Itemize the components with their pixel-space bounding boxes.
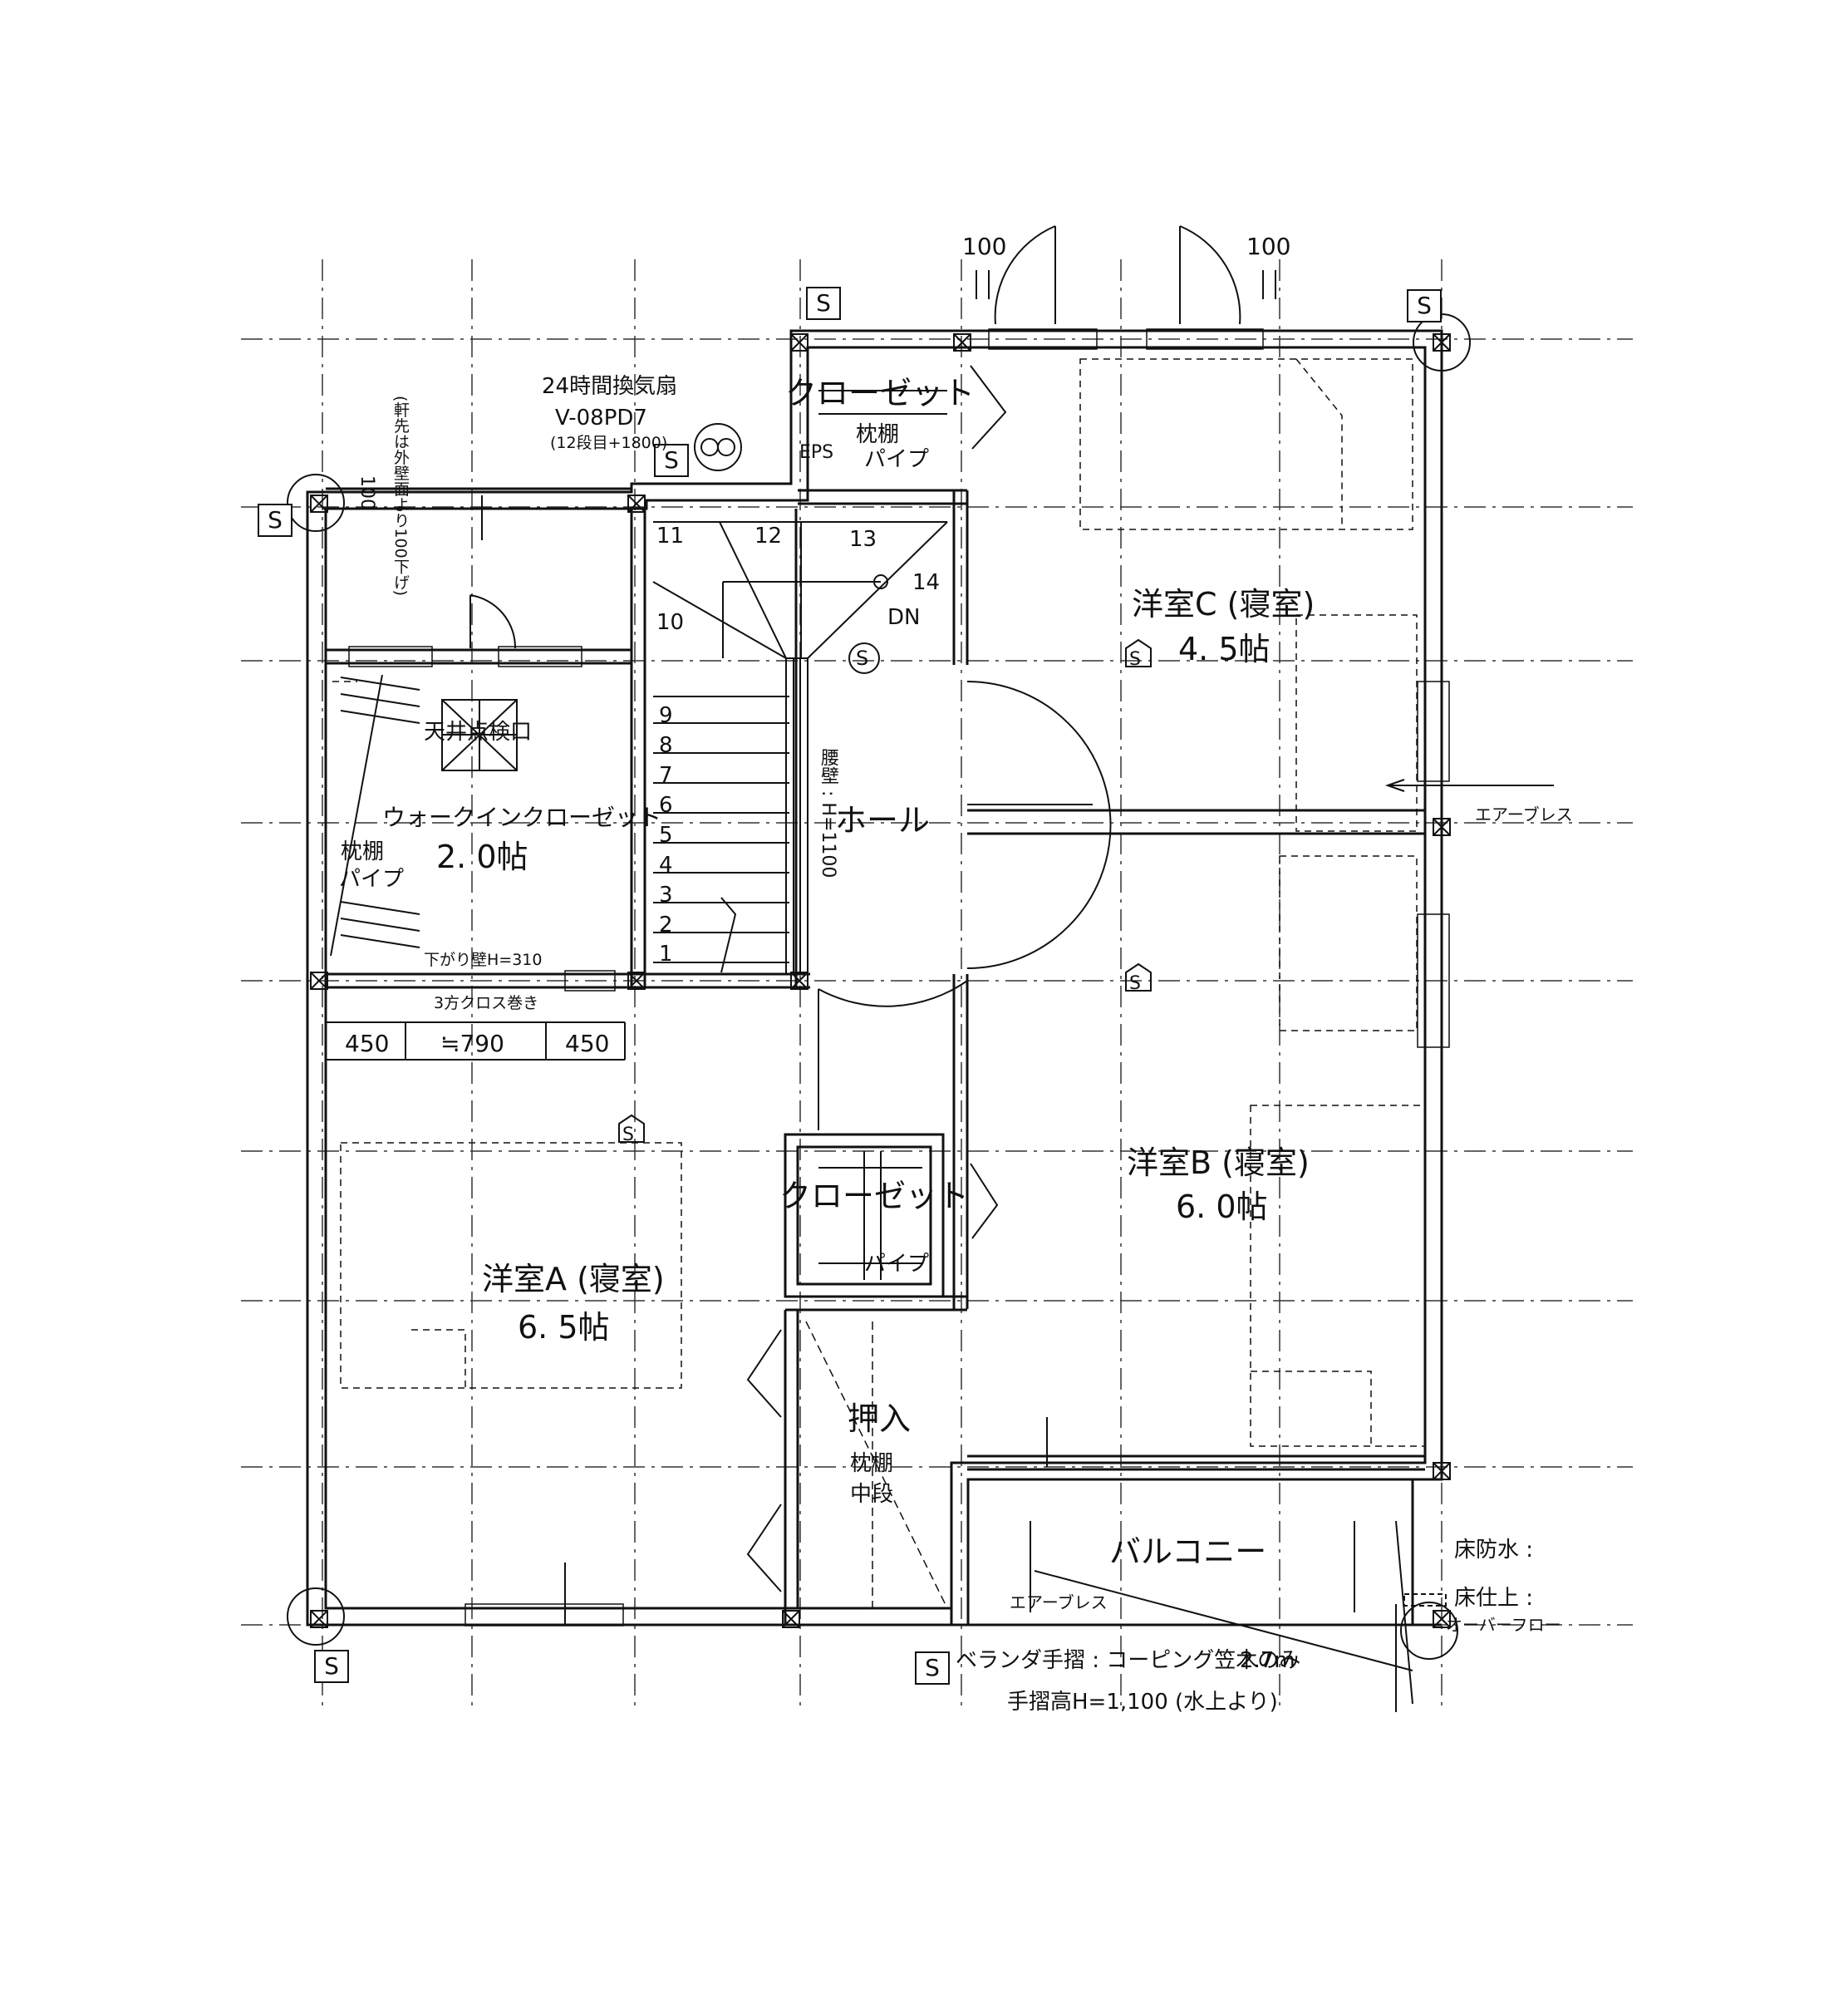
fan-note: (12段目+1800) — [550, 434, 668, 452]
s-markers — [618, 638, 1152, 1143]
fan-symbol — [694, 423, 742, 471]
floor-waterproof-label: 床防水 : — [1454, 1538, 1534, 1563]
s-mark: S — [258, 504, 292, 537]
stair-step-1: 1 — [659, 942, 673, 967]
room-western-c-name: 洋室C (寝室) — [1132, 586, 1315, 623]
eps-label: EPS — [799, 442, 834, 463]
eave-note: (軒先は外壁面より100下げ) — [391, 396, 410, 597]
overflow-label: オーバーフロー — [1446, 1615, 1561, 1635]
ceiling-hatch-label: 天井点検口 — [424, 720, 533, 745]
room-wic-size: 2. 0帖 — [436, 839, 528, 875]
s-mark-label: S — [622, 1125, 634, 1145]
dim-top-left: 100 — [962, 233, 1007, 260]
dim-450-right: 450 — [565, 1030, 610, 1057]
s-mark-label: S — [856, 647, 869, 670]
fan-title: 24時間換気扇 — [542, 374, 678, 399]
stair-step-11: 11 — [656, 524, 685, 549]
room-western-a-name: 洋室A (寝室) — [482, 1261, 665, 1297]
eave-dim: 100 — [356, 475, 377, 510]
corner-circles — [287, 313, 1471, 1660]
s-mark-label: S — [1129, 649, 1141, 670]
air-brace-label-right: エアーブレス — [1475, 805, 1573, 824]
room-western-c-size: 4. 5帖 — [1178, 631, 1270, 667]
room-hall-name: ホール — [835, 802, 931, 839]
dimension-lines — [326, 270, 1276, 1061]
fan-model: V-08PD7 — [555, 406, 647, 431]
room-western-b-size: 6. 0帖 — [1176, 1189, 1268, 1225]
room-oshiire-name: 押入 — [848, 1400, 912, 1437]
oshiire-middle: 中段 — [850, 1482, 894, 1507]
hall-handrail-note: 腰壁 : H=1100 — [818, 748, 838, 878]
oshiire-diagonal — [805, 1321, 948, 1609]
cloth-note: 3方クロス巻き — [434, 994, 539, 1012]
dim-790: ≒790 — [440, 1030, 504, 1057]
oshiire-shelf: 枕棚 — [850, 1451, 894, 1476]
balcony-rail — [1030, 1520, 1447, 1712]
rail-length-note: 2.7m — [1240, 1648, 1295, 1673]
floor-finish-label: 床仕上 : — [1454, 1586, 1534, 1611]
room-wic-name: ウォークインクローゼット — [382, 804, 662, 831]
stair-step-9: 9 — [659, 703, 673, 728]
stairs — [652, 521, 948, 975]
room-balcony-name: バルコニー — [1109, 1533, 1267, 1570]
closet-hatching — [818, 390, 947, 1280]
air-brace-label-balcony: エアーブレス — [1010, 1592, 1108, 1612]
closet-top-pipe: パイプ — [864, 447, 930, 472]
stair-step-2: 2 — [659, 913, 673, 938]
s-mark: S — [915, 1651, 950, 1685]
drop-wall-note: 下がり壁H=310 — [424, 951, 543, 969]
wic-shelf-label: 枕棚 — [341, 839, 385, 864]
stair-step-10: 10 — [656, 610, 685, 635]
ceiling-hatch-symbol — [441, 699, 518, 771]
s-mark: S — [1407, 289, 1442, 322]
closet-top-name: クローゼット — [785, 375, 976, 411]
outer-walls — [306, 329, 1443, 1627]
wic-pipe-label: パイプ — [339, 867, 405, 892]
furniture-outlines — [332, 358, 1426, 1447]
closet-mid-name: クローゼット — [779, 1178, 970, 1214]
stair-step-7: 7 — [659, 763, 673, 788]
closet-top-shelf: 枕棚 — [856, 422, 900, 447]
dim-450-left: 450 — [345, 1030, 390, 1057]
room-western-a-size: 6. 5帖 — [518, 1309, 610, 1346]
s-mark: S — [806, 287, 841, 320]
air-brace-arrows — [1384, 779, 1554, 792]
stair-step-12: 12 — [754, 524, 783, 549]
doors — [469, 225, 1241, 1625]
stair-step-8: 8 — [659, 733, 673, 758]
closet-mid-pipe: パイプ — [864, 1252, 930, 1277]
s-mark-label: S — [1129, 973, 1141, 994]
s-mark: S — [314, 1650, 349, 1683]
wic-shelves — [330, 674, 420, 957]
stair-step-5: 5 — [659, 823, 673, 848]
stair-step-3: 3 — [659, 883, 673, 908]
columns — [310, 333, 1451, 1628]
stair-step-4: 4 — [659, 853, 673, 878]
dim-top-right: 100 — [1246, 233, 1291, 260]
interior-walls — [326, 487, 1442, 1627]
stair-direction: DN — [887, 605, 921, 630]
rail-height-note: 手摺高H=1,100 (水上より) — [1007, 1690, 1278, 1715]
stair-step-13: 13 — [849, 527, 877, 552]
s-mark: S — [654, 444, 689, 477]
stair-step-6: 6 — [659, 793, 673, 818]
windows — [348, 328, 1450, 1627]
room-western-b-name: 洋室B (寝室) — [1127, 1144, 1310, 1181]
veranda-rail-note: ベランダ手摺 : コーピング笠木のみ — [956, 1648, 1301, 1673]
stair-step-14: 14 — [912, 570, 941, 595]
